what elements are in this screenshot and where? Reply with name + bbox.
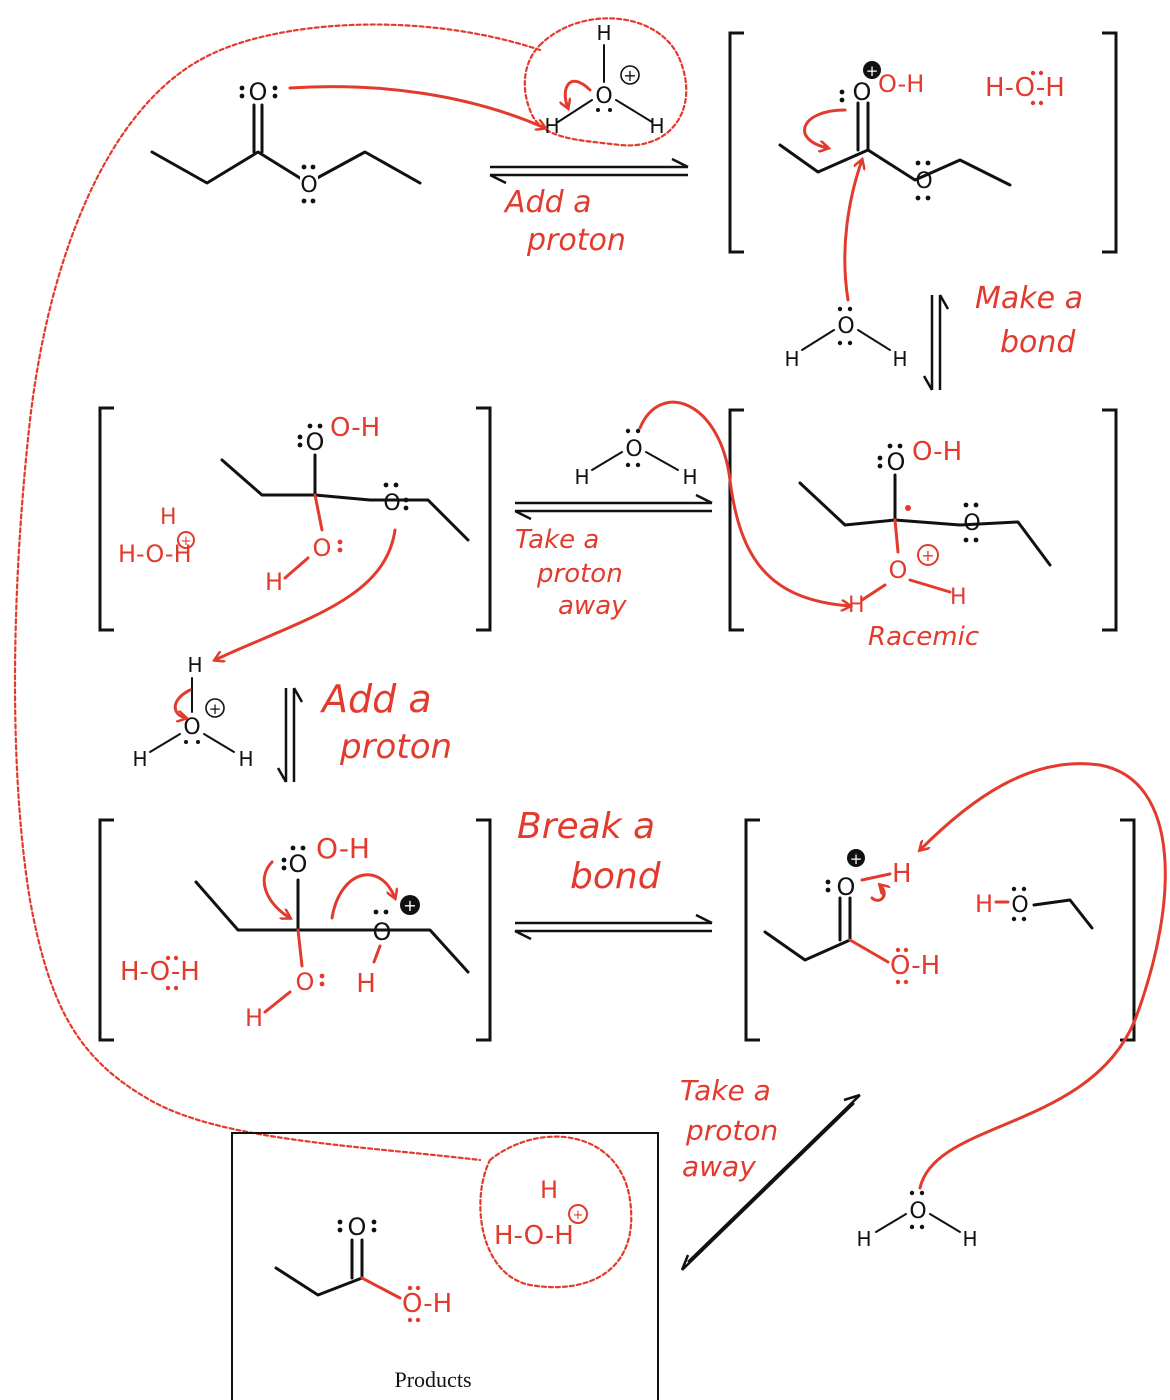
svg-text:+: + [573, 1208, 584, 1223]
hydronium-mid: H O + H H [132, 653, 253, 771]
bracket-tetrahedral-oxonium: O O-H O O + H H Racemic [728, 408, 1118, 652]
svg-text:H: H [245, 1004, 263, 1032]
svg-text:+: + [209, 700, 222, 718]
svg-text:H: H [784, 347, 799, 371]
bracket-protonated-acid: O + H O-H H O [744, 818, 1136, 1042]
svg-text:O-H: O-H [330, 413, 380, 443]
svg-text:H: H [265, 568, 283, 596]
svg-text:H: H [975, 890, 993, 918]
svg-text:H-O-H: H-O-H [120, 957, 200, 987]
racemic-note: Racemic [868, 622, 979, 652]
svg-text:O-H: O-H [912, 437, 962, 467]
equilibrium-arrow-6 [680, 1093, 861, 1271]
step-take-proton-1-b: proton [536, 559, 623, 589]
step-take-proton-2-b: proton [685, 1114, 778, 1147]
svg-text:O: O [296, 968, 315, 996]
svg-text:H: H [574, 465, 589, 489]
svg-text:O-H: O-H [402, 1289, 452, 1319]
catalyst-loop-dashed [13, 23, 542, 1162]
step-make-bond-a: Make a [975, 281, 1083, 316]
svg-text:O: O [313, 534, 332, 562]
svg-text:+: + [403, 896, 416, 915]
svg-text:O: O [915, 169, 932, 194]
svg-text:O: O [625, 437, 642, 462]
svg-text:O-H: O-H [316, 832, 370, 865]
svg-text:H: H [950, 585, 967, 610]
ester-molecule: O O [150, 78, 422, 204]
svg-text:O: O [289, 850, 308, 878]
svg-text:H-O-H: H-O-H [494, 1221, 574, 1251]
svg-text:+: + [623, 66, 636, 85]
svg-text:H: H [187, 653, 202, 677]
water-bottom: O H H [856, 762, 1167, 1251]
svg-text:H: H [892, 859, 912, 889]
svg-text:H: H [856, 1227, 871, 1251]
svg-text:O: O [595, 84, 612, 109]
svg-text:O: O [306, 428, 325, 456]
svg-text:+: + [866, 62, 879, 80]
svg-text:O: O [889, 556, 908, 584]
equilibrium-arrow-1 [489, 157, 689, 185]
svg-text:O: O [1011, 893, 1028, 918]
svg-text:H: H [238, 747, 253, 771]
equilibrium-arrow-4 [276, 687, 304, 783]
svg-text:O: O [373, 918, 392, 946]
svg-text:O: O [909, 1199, 926, 1224]
step-take-proton-2-c: away [682, 1150, 756, 1183]
step-take-proton-2-a: Take a [680, 1074, 771, 1107]
svg-text:H: H [356, 969, 376, 999]
carbonyl-o: O [249, 78, 268, 106]
step-break-bond-b: bond [570, 856, 662, 897]
svg-text:O: O [837, 873, 856, 901]
step-add-proton-1-b: proton [526, 223, 626, 258]
svg-text:H: H [544, 114, 559, 138]
svg-text:O: O [383, 491, 400, 516]
svg-text:O: O [853, 78, 872, 106]
water-middle: O H H [574, 400, 850, 606]
svg-text:H: H [596, 21, 611, 45]
svg-text:O: O [348, 1213, 367, 1241]
arrow-o-to-h [288, 85, 545, 128]
products-box: O O-H H H-O-H + Products [231, 1132, 659, 1400]
bracket-protonated-ether: O O-H O + H O H H-O-H [98, 818, 492, 1042]
step-add-proton-1-a: Add a [503, 185, 592, 220]
svg-text:H: H [540, 1176, 558, 1204]
svg-text:O-H: O-H [878, 70, 924, 98]
svg-text:H: H [160, 505, 177, 530]
ether-o: O [300, 173, 317, 198]
equilibrium-arrow-5 [514, 913, 713, 941]
svg-text:H: H [132, 747, 147, 771]
svg-text:H: H [649, 114, 664, 138]
products-label: Products [395, 1367, 472, 1392]
svg-text:+: + [181, 534, 192, 549]
svg-text:H: H [962, 1227, 977, 1251]
svg-text:O-H: O-H [890, 951, 940, 981]
step-add-proton-2-a: Add a [319, 677, 432, 721]
step-take-proton-1-a: Take a [515, 525, 599, 555]
step-add-proton-2-b: proton [339, 727, 452, 767]
svg-text:+: + [921, 546, 934, 565]
bracket-tetrahedral-neutral: O O-H O O H H H-O-H + [98, 406, 492, 660]
svg-text:O: O [963, 511, 980, 536]
svg-text:O: O [837, 314, 854, 339]
svg-text:H: H [682, 465, 697, 489]
step-take-proton-1-c: away [558, 591, 627, 621]
svg-text:O: O [887, 448, 906, 476]
water-attack: O H H [784, 160, 908, 371]
svg-text:H: H [892, 347, 907, 371]
bracket-protonated-ester: O + O-H O H-O-H [728, 31, 1118, 254]
step-make-bond-b: bond [1000, 325, 1076, 360]
svg-text:H-O-H: H-O-H [985, 73, 1065, 103]
svg-text:+: + [850, 850, 863, 868]
step-break-bond-a: Break a [517, 806, 655, 847]
equilibrium-arrow-2 [922, 294, 950, 391]
equilibrium-arrow-3 [514, 493, 713, 521]
hydronium-top: H O H H + [523, 17, 688, 147]
